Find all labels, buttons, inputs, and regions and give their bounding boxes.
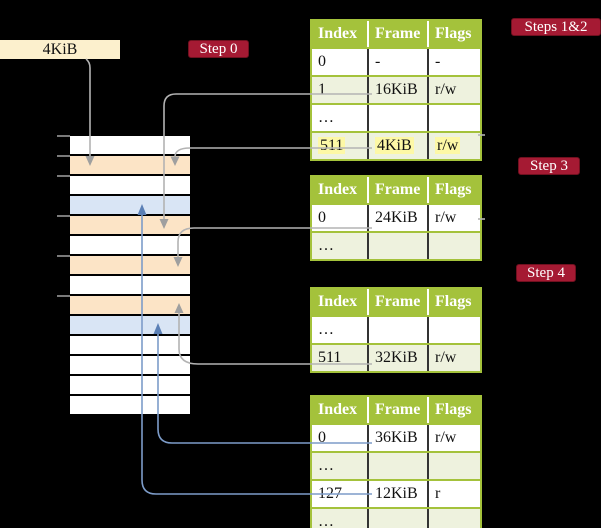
cell-flags: r/w [429, 345, 480, 371]
axis-tick [57, 295, 70, 297]
cell-flags: r/w [429, 77, 480, 103]
axis-tick [57, 255, 70, 257]
column-header-frame: Frame [369, 21, 427, 47]
cell-frame [369, 509, 427, 528]
table-row: … [312, 233, 480, 259]
column-header-index: Index [312, 397, 367, 423]
cell-flags: r/w [429, 425, 480, 451]
memory-frame-row-white [70, 396, 190, 416]
column-header-flags: Flags [429, 177, 480, 203]
table-header-row: Index Frame Flags [312, 21, 480, 47]
cell-index: … [312, 233, 367, 259]
cell-index: 511 [312, 345, 367, 371]
memory-frame-row-peach [70, 296, 190, 316]
cell-index: 1 [312, 77, 367, 103]
memory-frame-row-white [70, 336, 190, 356]
column-header-flags: Flags [429, 289, 480, 315]
physical-memory-stack [70, 136, 190, 416]
cell-index: … [312, 105, 367, 131]
cell-index: … [312, 453, 367, 479]
table-header-row: Index Frame Flags [312, 397, 480, 423]
step3-label: Step 3 [518, 157, 580, 175]
cell-index: 0 [312, 205, 367, 231]
table-row: 0 24KiB r/w [312, 205, 480, 231]
cell-frame: 32KiB [369, 345, 427, 371]
table-row: 1 16KiB r/w [312, 77, 480, 103]
column-header-frame: Frame [369, 177, 427, 203]
cell-frame: 4KiB [369, 133, 427, 159]
cell-index: 0 [312, 425, 367, 451]
cell-frame: - [369, 49, 427, 75]
column-header-frame: Frame [369, 397, 427, 423]
cell-frame [369, 453, 427, 479]
page-table-l4: Index Frame Flags 0 - - 1 16KiB r/w … 51… [310, 19, 482, 161]
cr3-frame-label: 4KiB [42, 41, 78, 58]
axis-tick [57, 215, 70, 217]
cell-flags [429, 233, 480, 259]
table-header-row: Index Frame Flags [312, 289, 480, 315]
cell-frame: 12KiB [369, 481, 427, 507]
cell-frame [369, 317, 427, 343]
cell-flags [429, 509, 480, 528]
cell-flags: r [429, 481, 480, 507]
cell-flags: r/w [429, 205, 480, 231]
cr3-frame-box: 4KiB [0, 40, 120, 59]
axis-tick [57, 175, 70, 177]
table-row: … [312, 105, 480, 131]
memory-frame-row-white [70, 176, 190, 196]
column-header-frame: Frame [369, 289, 427, 315]
memory-frame-row-blue [70, 316, 190, 336]
cell-index: … [312, 509, 367, 528]
cell-frame [369, 105, 427, 131]
page-table-l1: Index Frame Flags 0 36KiB r/w … 127 12Ki… [310, 395, 482, 528]
highlight: 4KiB [375, 137, 414, 154]
cell-flags: - [429, 49, 480, 75]
memory-frame-row-white [70, 376, 190, 396]
column-header-index: Index [312, 21, 367, 47]
highlight: 511 [318, 137, 346, 154]
memory-frame-row-white [70, 276, 190, 296]
cell-frame [369, 233, 427, 259]
column-header-index: Index [312, 289, 367, 315]
table-row: 0 36KiB r/w [312, 425, 480, 451]
table-row: … [312, 509, 480, 528]
cell-index: … [312, 317, 367, 343]
memory-frame-row-peach [70, 256, 190, 276]
column-header-flags: Flags [429, 397, 480, 423]
table-row: … [312, 453, 480, 479]
table-row: 511 32KiB r/w [312, 345, 480, 371]
cell-index: 127 [312, 481, 367, 507]
page-table-l3: Index Frame Flags 0 24KiB r/w … [310, 175, 482, 261]
steps12-label: Steps 1&2 [511, 18, 601, 36]
memory-frame-row-peach [70, 156, 190, 176]
cell-index: 0 [312, 49, 367, 75]
memory-frame-row-white [70, 136, 190, 156]
cell-flags [429, 105, 480, 131]
axis-tick [57, 135, 70, 137]
memory-frame-row-white [70, 236, 190, 256]
table-row: 0 - - [312, 49, 480, 75]
highlight: r/w [435, 137, 461, 154]
column-header-index: Index [312, 177, 367, 203]
cell-frame: 24KiB [369, 205, 427, 231]
table-row: 127 12KiB r [312, 481, 480, 507]
table-row-highlighted: 511 4KiB r/w [312, 133, 480, 159]
cell-frame: 16KiB [369, 77, 427, 103]
step0-label: Step 0 [188, 40, 249, 58]
cell-flags [429, 453, 480, 479]
page-table-l2: Index Frame Flags … 511 32KiB r/w [310, 287, 482, 373]
memory-frame-row-blue [70, 196, 190, 216]
memory-frame-row-white [70, 356, 190, 376]
cell-frame: 36KiB [369, 425, 427, 451]
table-row: … [312, 317, 480, 343]
cell-index: 511 [312, 133, 367, 159]
cell-flags: r/w [429, 133, 480, 159]
memory-frame-row-peach [70, 216, 190, 236]
step4-label: Step 4 [516, 264, 576, 282]
column-header-flags: Flags [429, 21, 480, 47]
table-header-row: Index Frame Flags [312, 177, 480, 203]
cell-flags [429, 317, 480, 343]
axis-tick [57, 155, 70, 157]
